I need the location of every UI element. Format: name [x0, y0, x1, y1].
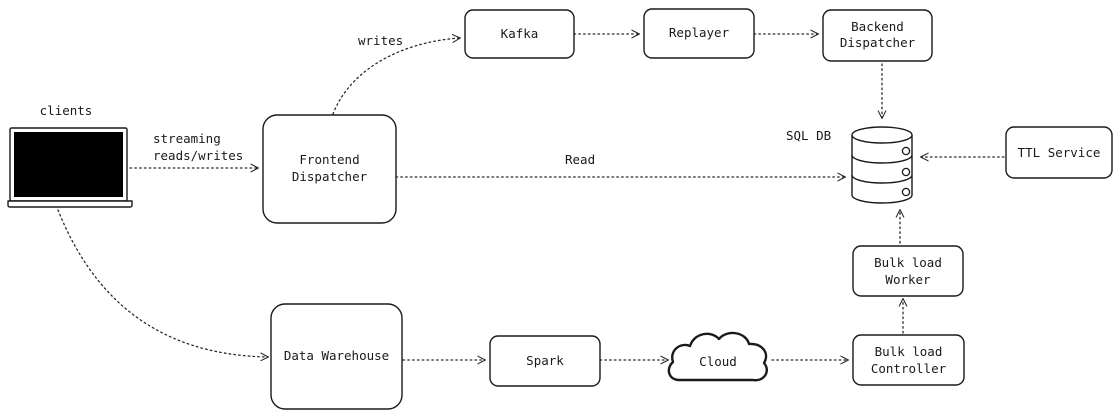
ttl-service-label: TTL Service [1018, 145, 1101, 160]
data-warehouse-label: Data Warehouse [284, 348, 389, 363]
cloud-node: Cloud [667, 331, 768, 382]
bulk-load-worker-label-line1: Bulk load [874, 255, 942, 270]
read-label: Read [565, 152, 595, 167]
bulk-load-controller-label-line1: Bulk load [875, 344, 943, 359]
backend-dispatcher-label-line1: Backend [851, 19, 904, 34]
laptop-icon [7, 127, 133, 208]
kafka-label: Kafka [501, 26, 539, 41]
spark-node: Spark [489, 335, 601, 387]
frontend-dispatcher-label-line2: Dispatcher [292, 169, 368, 184]
edges [57, 34, 1005, 360]
backend-dispatcher-label-line2: Dispatcher [840, 35, 916, 50]
kafka-node: Kafka [464, 9, 575, 59]
clients-label: clients [40, 103, 93, 118]
bulk-load-worker-label-line2: Worker [885, 272, 931, 287]
frontend-dispatcher-label-line1: Frontend [299, 152, 359, 167]
streaming-label-line2: reads/writes [153, 148, 243, 163]
database-icon [851, 126, 913, 204]
sql-db-node: SQL DB [786, 126, 913, 204]
bulk-load-controller-label-line2: Controller [871, 361, 947, 376]
clients-node: clients [7, 103, 133, 208]
edge-clients-to-warehouse [57, 209, 268, 357]
cloud-icon [667, 331, 768, 382]
bulk-load-controller-node: Bulk load Controller [852, 334, 965, 386]
streaming-label-line1: streaming [153, 131, 221, 146]
writes-label: writes [358, 33, 403, 48]
replayer-node: Replayer [643, 8, 755, 59]
backend-dispatcher-node: Backend Dispatcher [822, 9, 933, 62]
edge-frontend-to-kafka [332, 38, 460, 115]
cloud-label: Cloud [699, 354, 737, 369]
replayer-label: Replayer [669, 25, 730, 40]
bulk-load-worker-node: Bulk load Worker [852, 245, 964, 297]
data-warehouse-node: Data Warehouse [270, 303, 403, 410]
ttl-service-node: TTL Service [1005, 126, 1113, 179]
sql-db-label: SQL DB [786, 128, 831, 143]
frontend-dispatcher-node: Frontend Dispatcher [262, 114, 397, 224]
spark-label: Spark [526, 353, 564, 368]
